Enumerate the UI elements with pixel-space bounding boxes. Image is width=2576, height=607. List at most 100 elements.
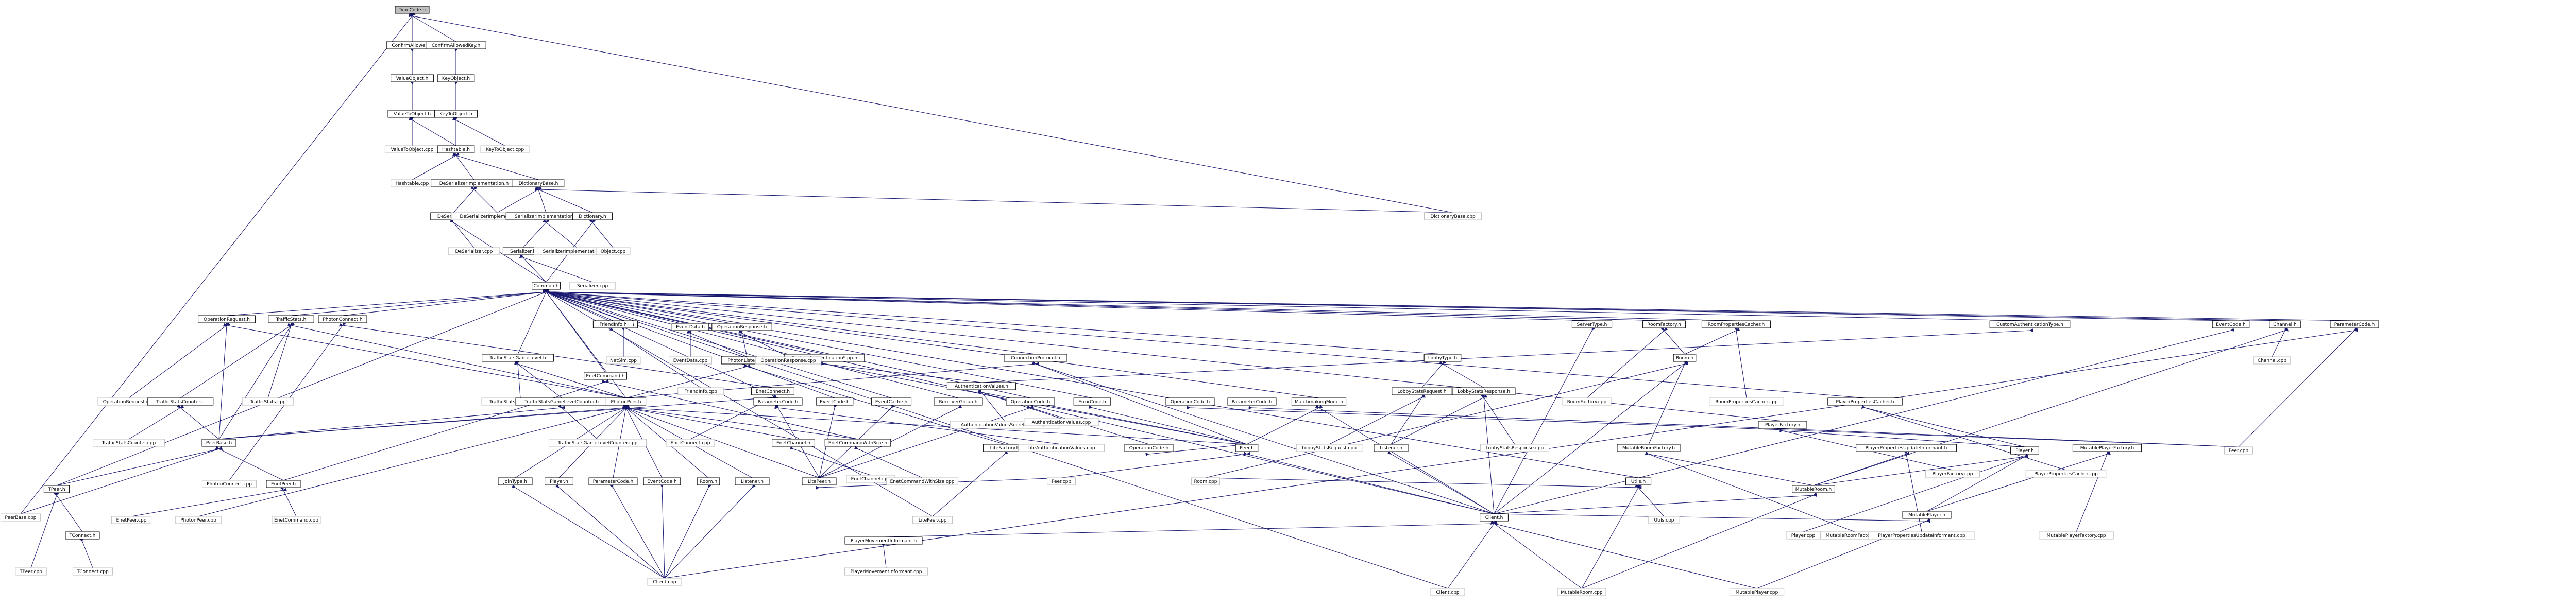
graph-node[interactable]: LobbyStatsResponse.cpp [1480, 444, 1550, 452]
graph-node[interactable]: PlayerFactory.h [1758, 421, 1807, 429]
graph-node[interactable]: SerializerImplementation.h [505, 212, 587, 220]
graph-node[interactable]: Client.cpp [1430, 588, 1465, 596]
graph-node[interactable]: PlayerMovementInformant.h [844, 536, 923, 545]
graph-node[interactable]: Listener.h [1374, 444, 1409, 452]
graph-node[interactable]: TypeCode.h [395, 6, 430, 14]
graph-node[interactable]: OperationResponse.h [711, 323, 772, 331]
graph-node[interactable]: PlayerPropertiesUpdateInformant.cpp [1868, 531, 1975, 540]
graph-node[interactable]: EnetPeer.cpp [111, 516, 152, 524]
graph-node[interactable]: MutablePlayer.h [1902, 511, 1952, 519]
graph-node[interactable]: Peer.cpp [2224, 446, 2253, 455]
graph-node[interactable]: LitePeer.h [802, 477, 837, 485]
graph-node[interactable]: ValueObject.h [391, 74, 434, 82]
graph-node[interactable]: LobbyStatsRequest.h [1392, 387, 1452, 395]
graph-node[interactable]: KeyToObject.cpp [480, 145, 530, 153]
graph-node[interactable]: TrafficStats.cpp [242, 397, 294, 406]
graph-node[interactable]: TrafficStatsGameLevel.h [482, 354, 554, 362]
graph-node[interactable]: Utils.h [1625, 477, 1652, 485]
graph-node[interactable]: OperationCode.h [1165, 397, 1215, 406]
graph-node[interactable]: RoomPropertiesCacher.h [1701, 320, 1771, 328]
graph-node[interactable]: LiteFactory.h [983, 444, 1026, 452]
graph-node[interactable]: EventCode.h [2212, 320, 2250, 328]
graph-node[interactable]: PhotonConnect.cpp [201, 480, 257, 488]
graph-node[interactable]: EnetChannel.h [772, 439, 815, 447]
graph-node[interactable]: ConfirmAllowedKey.h [426, 41, 486, 49]
graph-node[interactable]: Listener.h [735, 477, 770, 485]
graph-node[interactable]: PlayerFactory.cpp [1925, 470, 1980, 478]
graph-node[interactable]: PlayerPropertiesCacher.h [1827, 397, 1903, 406]
graph-node[interactable]: DeSerializer.cpp [448, 247, 500, 255]
graph-node[interactable]: ReceiverGroup.h [934, 397, 983, 406]
graph-node[interactable]: TrafficStatsGameLevelCounter.cpp [548, 439, 647, 447]
graph-node[interactable]: Room.h [697, 477, 720, 485]
graph-node[interactable]: TPeer.cpp [15, 567, 47, 576]
graph-node[interactable]: LobbyStatsRequest.cpp [1296, 444, 1363, 452]
graph-node[interactable]: KeyObject.h [437, 74, 475, 82]
graph-node[interactable]: EventData.h [671, 323, 709, 331]
graph-node[interactable]: Serializer.cpp [569, 282, 616, 290]
graph-node[interactable]: MutablePlayerFactory.cpp [2039, 531, 2114, 540]
graph-node[interactable]: Dictionary.h [572, 212, 613, 220]
graph-node[interactable]: TrafficStatsCounter.cpp [93, 439, 165, 447]
graph-node[interactable]: PhotonPeer.cpp [175, 516, 222, 524]
graph-node[interactable]: LiteAuthenticationValues.cpp [1018, 444, 1105, 452]
graph-node[interactable]: Object.cpp [596, 247, 631, 255]
graph-node[interactable]: MutablePlayer.cpp [1729, 588, 1785, 596]
graph-node[interactable]: Peer.cpp [1047, 477, 1076, 485]
graph-node[interactable]: EventCode.h [816, 397, 854, 406]
graph-node[interactable]: ParameterCode.h [753, 397, 803, 406]
graph-node[interactable]: CustomAuthenticationType.h [1989, 320, 2071, 328]
graph-node[interactable]: PhotonConnect.h [318, 315, 367, 323]
graph-node[interactable]: LobbyType.h [1423, 354, 1462, 362]
graph-node[interactable]: Room.cpp [1191, 477, 1220, 485]
graph-node[interactable]: FriendInfo.h [592, 320, 634, 328]
graph-node[interactable]: AuthenticationValues.cpp [1024, 418, 1099, 426]
graph-node[interactable]: ErrorCode.h [1073, 397, 1111, 406]
graph-node[interactable]: PeerBase.h [201, 439, 236, 447]
graph-node[interactable]: DictionaryBase.cpp [1424, 212, 1482, 220]
graph-node[interactable]: JoinType.h [498, 477, 533, 485]
graph-node[interactable]: TConnect.h [65, 531, 100, 540]
graph-node[interactable]: ValueToObject.cpp [384, 145, 440, 153]
graph-node[interactable]: EventCode.h [643, 477, 681, 485]
graph-node[interactable]: EventCache.h [871, 397, 912, 406]
graph-node[interactable]: ValueToObject.h [387, 110, 437, 118]
graph-node[interactable]: TrafficStatsCounter.h [147, 397, 214, 406]
graph-node[interactable]: RoomFactory.cpp [1562, 397, 1612, 406]
graph-node[interactable]: OperationRequest.h [198, 315, 256, 323]
graph-node[interactable]: MutableRoomFactory.h [1617, 444, 1681, 452]
graph-node[interactable]: KeyToObject.h [434, 110, 478, 118]
graph-node[interactable]: ParameterCode.h [1227, 397, 1277, 406]
graph-node[interactable]: EnetCommandWithSize.cpp [886, 477, 958, 485]
graph-node[interactable]: AuthenticationValues.h [946, 382, 1016, 390]
graph-node[interactable]: OperationResponse.cpp [755, 356, 822, 365]
graph-node[interactable]: Player.h [545, 477, 573, 485]
graph-node[interactable]: EnetPeer.h [266, 480, 301, 488]
graph-node[interactable]: Channel.h [2269, 320, 2301, 328]
graph-node[interactable]: FriendInfo.cpp [677, 387, 724, 395]
graph-node[interactable]: TrafficStatsGameLevelCounter.h [515, 397, 608, 406]
graph-node[interactable]: TPeer.h [43, 485, 70, 493]
graph-node[interactable]: EnetCommand.cpp [272, 516, 321, 524]
graph-node[interactable]: Client.cpp [647, 578, 682, 586]
graph-node[interactable]: DictionaryBase.h [512, 179, 565, 187]
graph-node[interactable]: PlayerMovementInformant.cpp [844, 567, 928, 576]
graph-node[interactable]: EnetConnect.cpp [666, 439, 715, 447]
graph-node[interactable]: DeSerializerImplementation.h [431, 179, 517, 187]
graph-node[interactable]: OperationCode.h [1006, 397, 1055, 406]
graph-node[interactable]: Peer.h [1235, 444, 1259, 452]
graph-node[interactable]: ParameterCode.h [588, 477, 638, 485]
graph-node[interactable]: MutablePlayerFactory.h [2072, 444, 2142, 452]
graph-node[interactable]: ConnectionProtocol.h [1004, 354, 1067, 362]
graph-node[interactable]: TrafficStats.h [268, 315, 314, 323]
graph-node[interactable]: RoomPropertiesCacher.cpp [1709, 397, 1784, 406]
graph-node[interactable]: PeerBase.cpp [0, 513, 41, 522]
graph-node[interactable]: LobbyStatsResponse.h [1452, 387, 1516, 395]
graph-node[interactable]: PhotonPeer.h [605, 397, 647, 406]
graph-node[interactable]: Channel.cpp [2253, 356, 2291, 365]
graph-node[interactable]: Common.h [532, 282, 561, 290]
graph-node[interactable]: LitePeer.cpp [912, 516, 953, 524]
graph-node[interactable]: Player.h [2010, 446, 2039, 455]
graph-node[interactable]: NetSim.cpp [606, 356, 641, 365]
graph-node[interactable]: ServerType.h [1571, 320, 1613, 328]
